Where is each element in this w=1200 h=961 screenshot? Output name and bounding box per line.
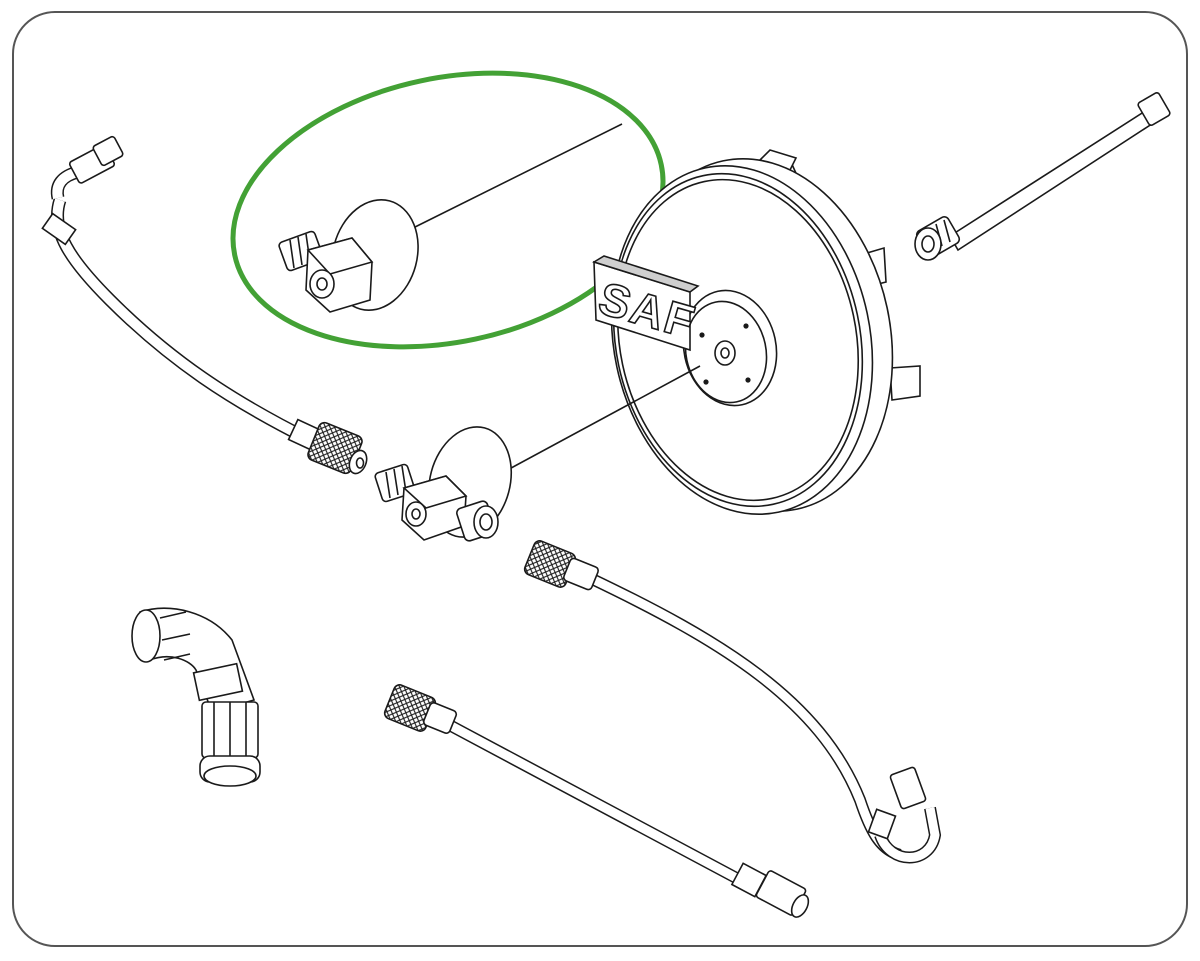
bent-tube-fitting [41,135,323,452]
brand-logo: SAF [593,272,702,349]
diagram-frame [12,11,1188,947]
probe-fitting [374,365,701,542]
burner-head [592,149,921,515]
highlight-ring [230,70,666,350]
straight-rod-fitting [914,92,1171,261]
flexible-pipe-long [523,540,942,864]
highlighted-probe-fitting [278,123,623,313]
elbow-connector [131,607,261,787]
knurled-nut [307,421,368,475]
flexible-pipe-short [383,684,810,918]
